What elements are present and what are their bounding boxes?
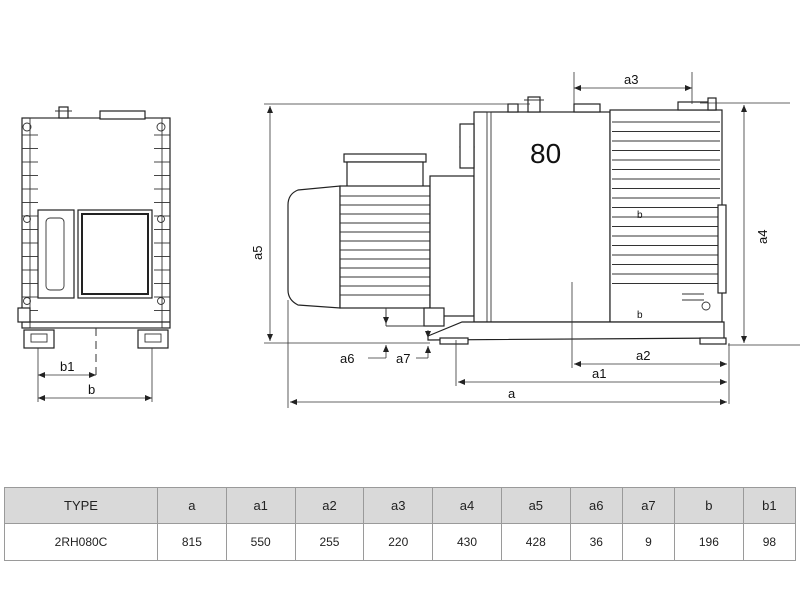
header-cell: b bbox=[674, 487, 744, 524]
dim-a1-label: a1 bbox=[592, 366, 606, 381]
header-cell: a6 bbox=[569, 487, 623, 524]
table-cell: 36 bbox=[569, 523, 623, 561]
dim-a2-label: a2 bbox=[636, 348, 650, 363]
b-marker-lower: b bbox=[637, 310, 643, 321]
header-cell: TYPE bbox=[4, 487, 158, 524]
bolt-icon bbox=[22, 122, 32, 132]
drain-plug-icon bbox=[701, 301, 711, 311]
motor-fan-cover bbox=[287, 185, 341, 309]
dim-a-label: a bbox=[508, 386, 516, 401]
header-cell: a3 bbox=[363, 487, 434, 524]
header-cell: a4 bbox=[432, 487, 502, 524]
dim-a7-label: a7 bbox=[396, 351, 410, 366]
motor-fins bbox=[340, 195, 430, 296]
base-plate bbox=[427, 321, 725, 341]
model-label: 80 bbox=[530, 138, 561, 169]
table-cell: 196 bbox=[674, 523, 744, 561]
header-cell: a1 bbox=[225, 487, 296, 524]
header-cell: a2 bbox=[294, 487, 365, 524]
bolt-icon bbox=[23, 297, 31, 305]
left-foot bbox=[23, 329, 55, 349]
bolt-icon bbox=[157, 297, 165, 305]
pump-body bbox=[473, 111, 611, 323]
table-cell: 220 bbox=[363, 523, 434, 561]
terminal-box-lid bbox=[343, 153, 427, 163]
side-view: 80 b b a5 a4 bbox=[250, 72, 800, 408]
dim-b1-label: b1 bbox=[60, 359, 74, 374]
table-cell: 815 bbox=[157, 523, 227, 561]
header-cell: a bbox=[157, 487, 227, 524]
cooling-ribs-left bbox=[22, 134, 38, 311]
table-cell: 255 bbox=[294, 523, 365, 561]
header-cell: a7 bbox=[621, 487, 676, 524]
header-cell: b1 bbox=[742, 487, 797, 524]
header-cell: a5 bbox=[500, 487, 571, 524]
pump-fins bbox=[612, 121, 720, 284]
table-cell: 98 bbox=[742, 523, 797, 561]
table-cell: 430 bbox=[432, 523, 502, 561]
dim-a3-label: a3 bbox=[624, 72, 638, 87]
oil-sight-frame bbox=[37, 209, 75, 299]
dim-b-label: b bbox=[88, 382, 95, 397]
cooling-ribs-right bbox=[154, 134, 170, 311]
dim-a6-label: a6 bbox=[340, 351, 354, 366]
right-foot bbox=[137, 329, 169, 349]
bolt-icon bbox=[157, 215, 165, 223]
side-panel bbox=[717, 204, 727, 294]
dim-a5-label: a5 bbox=[250, 246, 265, 260]
table-cell: 550 bbox=[225, 523, 296, 561]
pump-drawing: b1 b 80 bbox=[17, 72, 800, 408]
dim-a4-label: a4 bbox=[755, 230, 770, 244]
table-cell: 9 bbox=[621, 523, 676, 561]
end-view: b1 b bbox=[17, 106, 171, 402]
table-cell: 2RH080C bbox=[4, 523, 158, 561]
bolt-icon bbox=[156, 122, 166, 132]
oil-box bbox=[609, 109, 723, 323]
bolt-icon bbox=[23, 215, 31, 223]
motor-body bbox=[339, 185, 431, 309]
b-marker-upper: b bbox=[637, 210, 643, 221]
coupling-housing bbox=[429, 175, 475, 317]
table-cell: 428 bbox=[500, 523, 571, 561]
